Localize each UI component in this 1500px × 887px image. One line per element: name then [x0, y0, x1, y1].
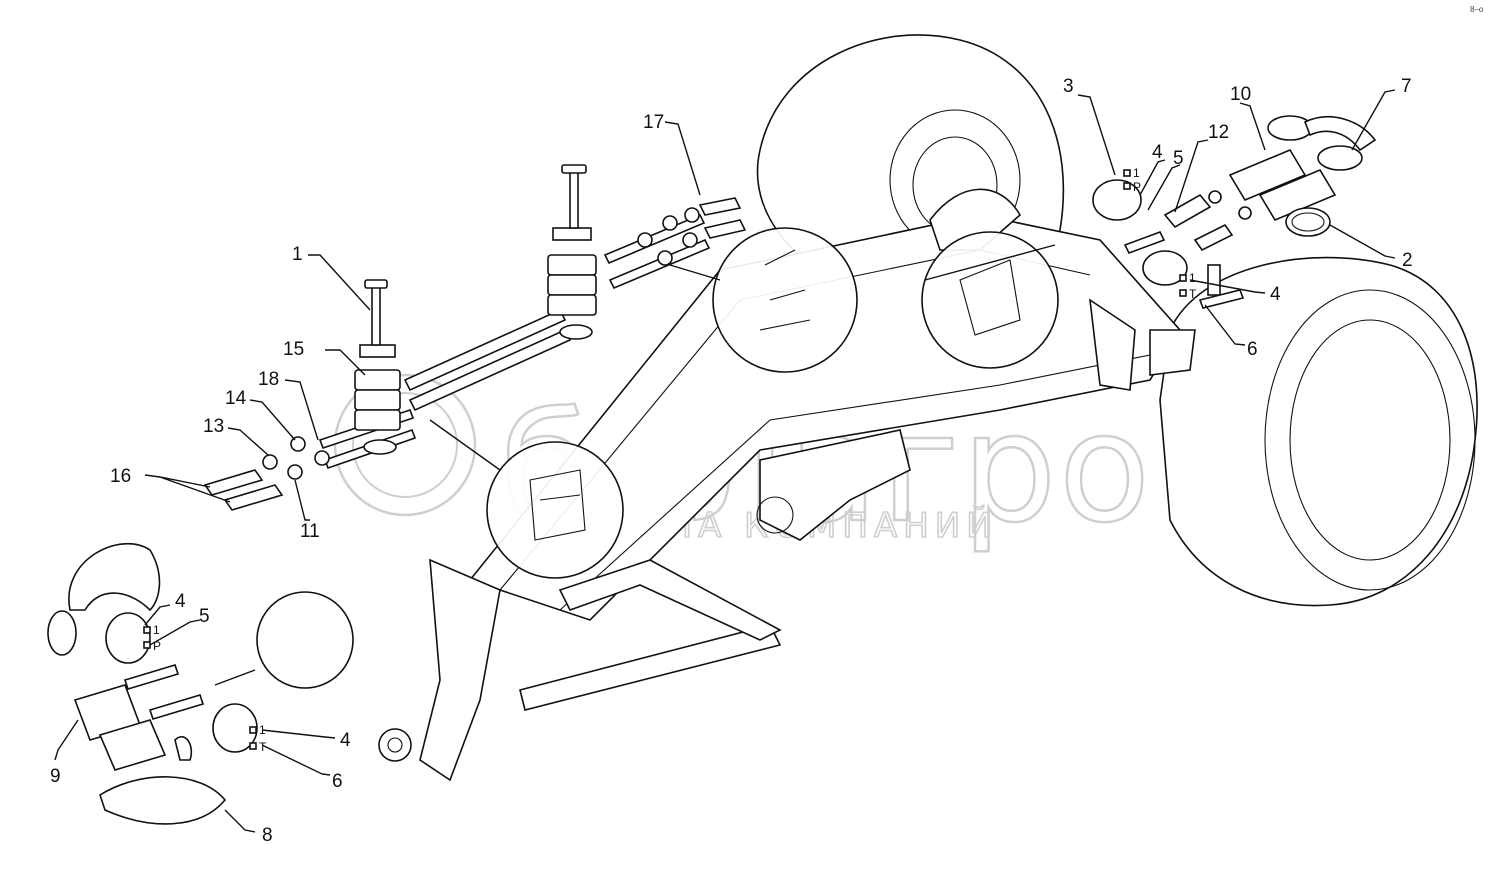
- callout-12: 12: [1208, 122, 1229, 143]
- tag-marks: 1 P 1 T 1 P 1 T: [143, 166, 1197, 754]
- callout-16: 16: [110, 466, 131, 487]
- callout-18: 18: [258, 369, 279, 390]
- callout-15: 15: [283, 339, 304, 360]
- corner-mark: 8–о: [1470, 5, 1484, 14]
- clamp-block-upper: [547, 164, 597, 340]
- callout-4: 4: [175, 591, 186, 612]
- callout-14: 14: [225, 388, 247, 409]
- wheel-right: [1159, 256, 1478, 607]
- callout-4: 4: [1270, 284, 1281, 305]
- right-couplings: [1092, 115, 1377, 309]
- callout-9: 9: [50, 766, 61, 787]
- callout-4: 4: [340, 730, 351, 751]
- callout-10: 10: [1230, 84, 1251, 105]
- callout-6: 6: [1247, 339, 1258, 360]
- tag-1: 1: [259, 723, 266, 737]
- leader-lines: [54, 89, 1396, 833]
- callout-13: 13: [203, 416, 224, 437]
- tag-t: T: [259, 740, 267, 754]
- tag-1: 1: [1133, 166, 1140, 180]
- callout-4: 4: [1152, 142, 1163, 163]
- tag-1: 1: [1189, 271, 1196, 285]
- detail-circles: [256, 227, 1059, 689]
- lower-left-couplings: [47, 542, 258, 825]
- callout-5: 5: [199, 606, 210, 627]
- tag-1: 1: [153, 623, 160, 637]
- callout-6: 6: [332, 771, 343, 792]
- callout-5: 5: [1173, 148, 1184, 169]
- upper-fittings: [637, 197, 747, 266]
- callout-2: 2: [1402, 250, 1413, 271]
- callout-8: 8: [262, 825, 273, 846]
- callout-1: 1: [292, 244, 303, 265]
- tag-t: T: [1189, 287, 1197, 301]
- chassis-frame: [378, 188, 1196, 782]
- callout-3: 3: [1063, 76, 1074, 97]
- callout-7: 7: [1401, 76, 1412, 97]
- callout-17: 17: [643, 112, 664, 133]
- left-fittings: [203, 436, 330, 511]
- clamp-block-15: [354, 279, 401, 455]
- tag-p: P: [1133, 180, 1141, 194]
- tag-p: P: [153, 639, 161, 653]
- callout-labels: 1 2 3 4 4 4 4 5 5 6 6 7 8 9 10 11 12 13 …: [50, 76, 1413, 846]
- callout-11: 11: [300, 521, 320, 542]
